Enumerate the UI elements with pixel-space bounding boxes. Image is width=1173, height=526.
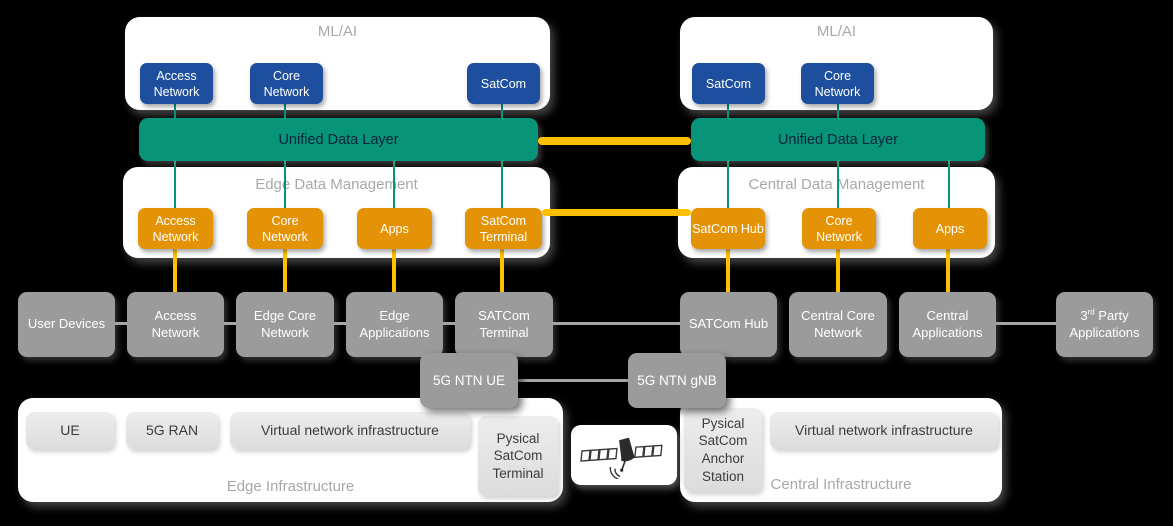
node-edge-core-network: Edge Core Network — [236, 292, 334, 357]
chip-core-network-cdm: Core Network — [802, 208, 876, 249]
connector-gray-horizontal — [224, 322, 236, 325]
connector-gray-horizontal — [115, 322, 127, 325]
chip-apps-edm: Apps — [357, 208, 432, 249]
node-access-network: Access Network — [127, 292, 224, 357]
chip-satcom-terminal-edm: SatCom Terminal — [465, 208, 542, 249]
infra-virtual-network-edge: Virtual network infrastructure — [230, 412, 470, 449]
connector-gray-horizontal — [996, 322, 1056, 325]
connector-green-vertical — [501, 104, 503, 118]
satellite-icon — [576, 427, 672, 484]
third-party-label: 3rd Party Applications — [1069, 307, 1140, 340]
node-5g-ntn-ue: 5G NTN UE — [420, 353, 518, 408]
connector-yellow-vertical — [173, 249, 177, 292]
connector-green-vertical — [174, 161, 176, 208]
connector-yellow-vertical — [500, 249, 504, 292]
connector-satcom-yellow — [542, 209, 691, 216]
connector-yellow-vertical — [392, 249, 396, 292]
satellite-box — [571, 425, 677, 485]
panel-mlai-right-title: ML/AI — [816, 23, 857, 40]
central-data-management-title: Central Data Management — [748, 176, 925, 193]
chip-satcom-mlai: SatCom — [467, 63, 540, 104]
connector-yellow-vertical — [946, 249, 950, 292]
unified-data-layer-left: Unified Data Layer — [139, 118, 538, 161]
central-infrastructure-title: Central Infrastructure — [770, 476, 912, 493]
connector-ntn-link — [518, 379, 628, 382]
connector-yellow-vertical — [726, 249, 730, 292]
node-user-devices: User Devices — [18, 292, 115, 357]
connector-yellow-vertical — [836, 249, 840, 292]
panel-mlai-left-title: ML/AI — [317, 23, 358, 40]
edge-data-management-title: Edge Data Management — [255, 176, 418, 193]
connector-green-vertical — [393, 161, 395, 208]
infra-ue: UE — [26, 412, 114, 449]
connector-green-vertical — [948, 161, 950, 208]
node-satcom-hub: SATCom Hub — [680, 292, 777, 357]
chip-access-network-mlai: Access Network — [140, 63, 213, 104]
connector-green-vertical — [837, 161, 839, 208]
node-third-party-applications: 3rd Party Applications — [1056, 292, 1153, 357]
connector-green-vertical — [284, 104, 286, 118]
chip-apps-cdm: Apps — [913, 208, 987, 249]
node-edge-applications: Edge Applications — [346, 292, 443, 357]
chip-satcom-mlai-right: SatCom — [692, 63, 765, 104]
chip-core-network-edm: Core Network — [247, 208, 323, 249]
infra-virtual-network-central: Virtual network infrastructure — [770, 412, 998, 449]
node-central-applications: Central Applications — [899, 292, 996, 357]
infra-pysical-satcom-anchor-station: Pysical SatCom Anchor Station — [684, 408, 762, 492]
connector-green-vertical — [727, 161, 729, 208]
connector-green-vertical — [284, 161, 286, 208]
chip-core-network-mlai: Core Network — [250, 63, 323, 104]
panel-edge-infrastructure: UE 5G RAN Virtual network infrastructure… — [18, 398, 563, 502]
panel-central-infrastructure: Pysical SatCom Anchor Station Virtual ne… — [680, 398, 1002, 502]
connector-gray-horizontal — [334, 322, 346, 325]
node-satcom-terminal: SATCom Terminal — [455, 292, 553, 357]
chip-access-network-edm: Access Network — [138, 208, 213, 249]
connector-gray-horizontal — [553, 322, 680, 325]
connector-udl-yellow — [538, 137, 691, 145]
node-5g-ntn-gnb: 5G NTN gNB — [628, 353, 726, 408]
connector-green-vertical — [727, 104, 729, 118]
unified-data-layer-right: Unified Data Layer — [691, 118, 985, 161]
connector-green-vertical — [837, 104, 839, 118]
connector-green-vertical — [174, 104, 176, 118]
connector-gray-horizontal — [443, 322, 455, 325]
infra-5g-ran: 5G RAN — [126, 412, 218, 449]
infra-pysical-satcom-terminal: Pysical SatCom Terminal — [478, 416, 558, 496]
chip-satcom-hub-cdm: SatCom Hub — [691, 208, 765, 249]
connector-yellow-vertical — [283, 249, 287, 292]
connector-green-vertical — [501, 161, 503, 208]
chip-core-network-mlai-right: Core Network — [801, 63, 874, 104]
node-central-core-network: Central Core Network — [789, 292, 887, 357]
edge-infrastructure-title: Edge Infrastructure — [226, 478, 355, 495]
